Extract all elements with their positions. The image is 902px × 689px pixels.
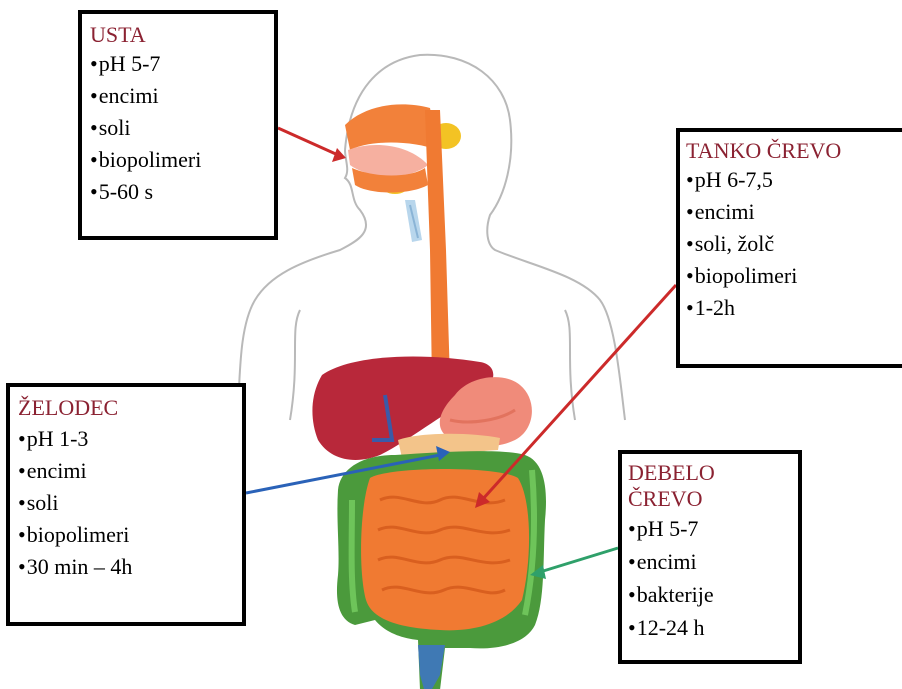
list-item: pH 6-7,5 [686,164,902,196]
list-item: pH 5-7 [628,512,798,545]
box-title-usta: USTA [90,22,274,48]
list-item: soli [18,487,242,519]
list-debelo-crevo: pH 5-7 encimi bakterije 12-24 h [628,512,798,644]
list-item: 30 min – 4h [18,551,242,583]
list-tanko-crevo: pH 6-7,5 encimi soli, žolč biopolimeri 1… [686,164,902,324]
trachea [405,200,422,242]
list-item: encimi [90,80,274,112]
small-intestine [361,469,529,630]
mouth [345,104,438,192]
arrow-usta [278,128,346,162]
list-item: 5-60 s [90,176,274,208]
box-title-debelo-crevo-line1: DEBELO [628,460,798,486]
list-usta: pH 5-7 encimi soli biopolimeri 5-60 s [90,48,274,208]
list-item: encimi [628,545,798,578]
list-zelodec: pH 1-3 encimi soli biopolimeri 30 min – … [18,423,242,583]
list-item: 1-2h [686,292,902,324]
list-item: encimi [18,455,242,487]
list-item: pH 1-3 [18,423,242,455]
box-title-zelodec: ŽELODEC [18,395,242,421]
list-item: biopolimeri [18,519,242,551]
list-item: 12-24 h [628,611,798,644]
info-box-usta: USTA pH 5-7 encimi soli biopolimeri 5-60… [78,10,278,240]
list-item: soli, žolč [686,228,902,260]
box-title-tanko-crevo: TANKO ČREVO [686,138,902,164]
list-item: encimi [686,196,902,228]
list-item: pH 5-7 [90,48,274,80]
info-box-tanko-crevo: TANKO ČREVO pH 6-7,5 encimi soli, žolč b… [676,128,902,368]
list-item: biopolimeri [90,144,274,176]
info-box-zelodec: ŽELODEC pH 1-3 encimi soli biopolimeri 3… [6,383,246,626]
box-title-debelo-crevo-line2: ČREVO [628,486,798,512]
info-box-debelo-crevo: DEBELO ČREVO pH 5-7 encimi bakterije 12-… [618,450,802,664]
list-item: bakterije [628,578,798,611]
list-item: soli [90,112,274,144]
list-item: biopolimeri [686,260,902,292]
